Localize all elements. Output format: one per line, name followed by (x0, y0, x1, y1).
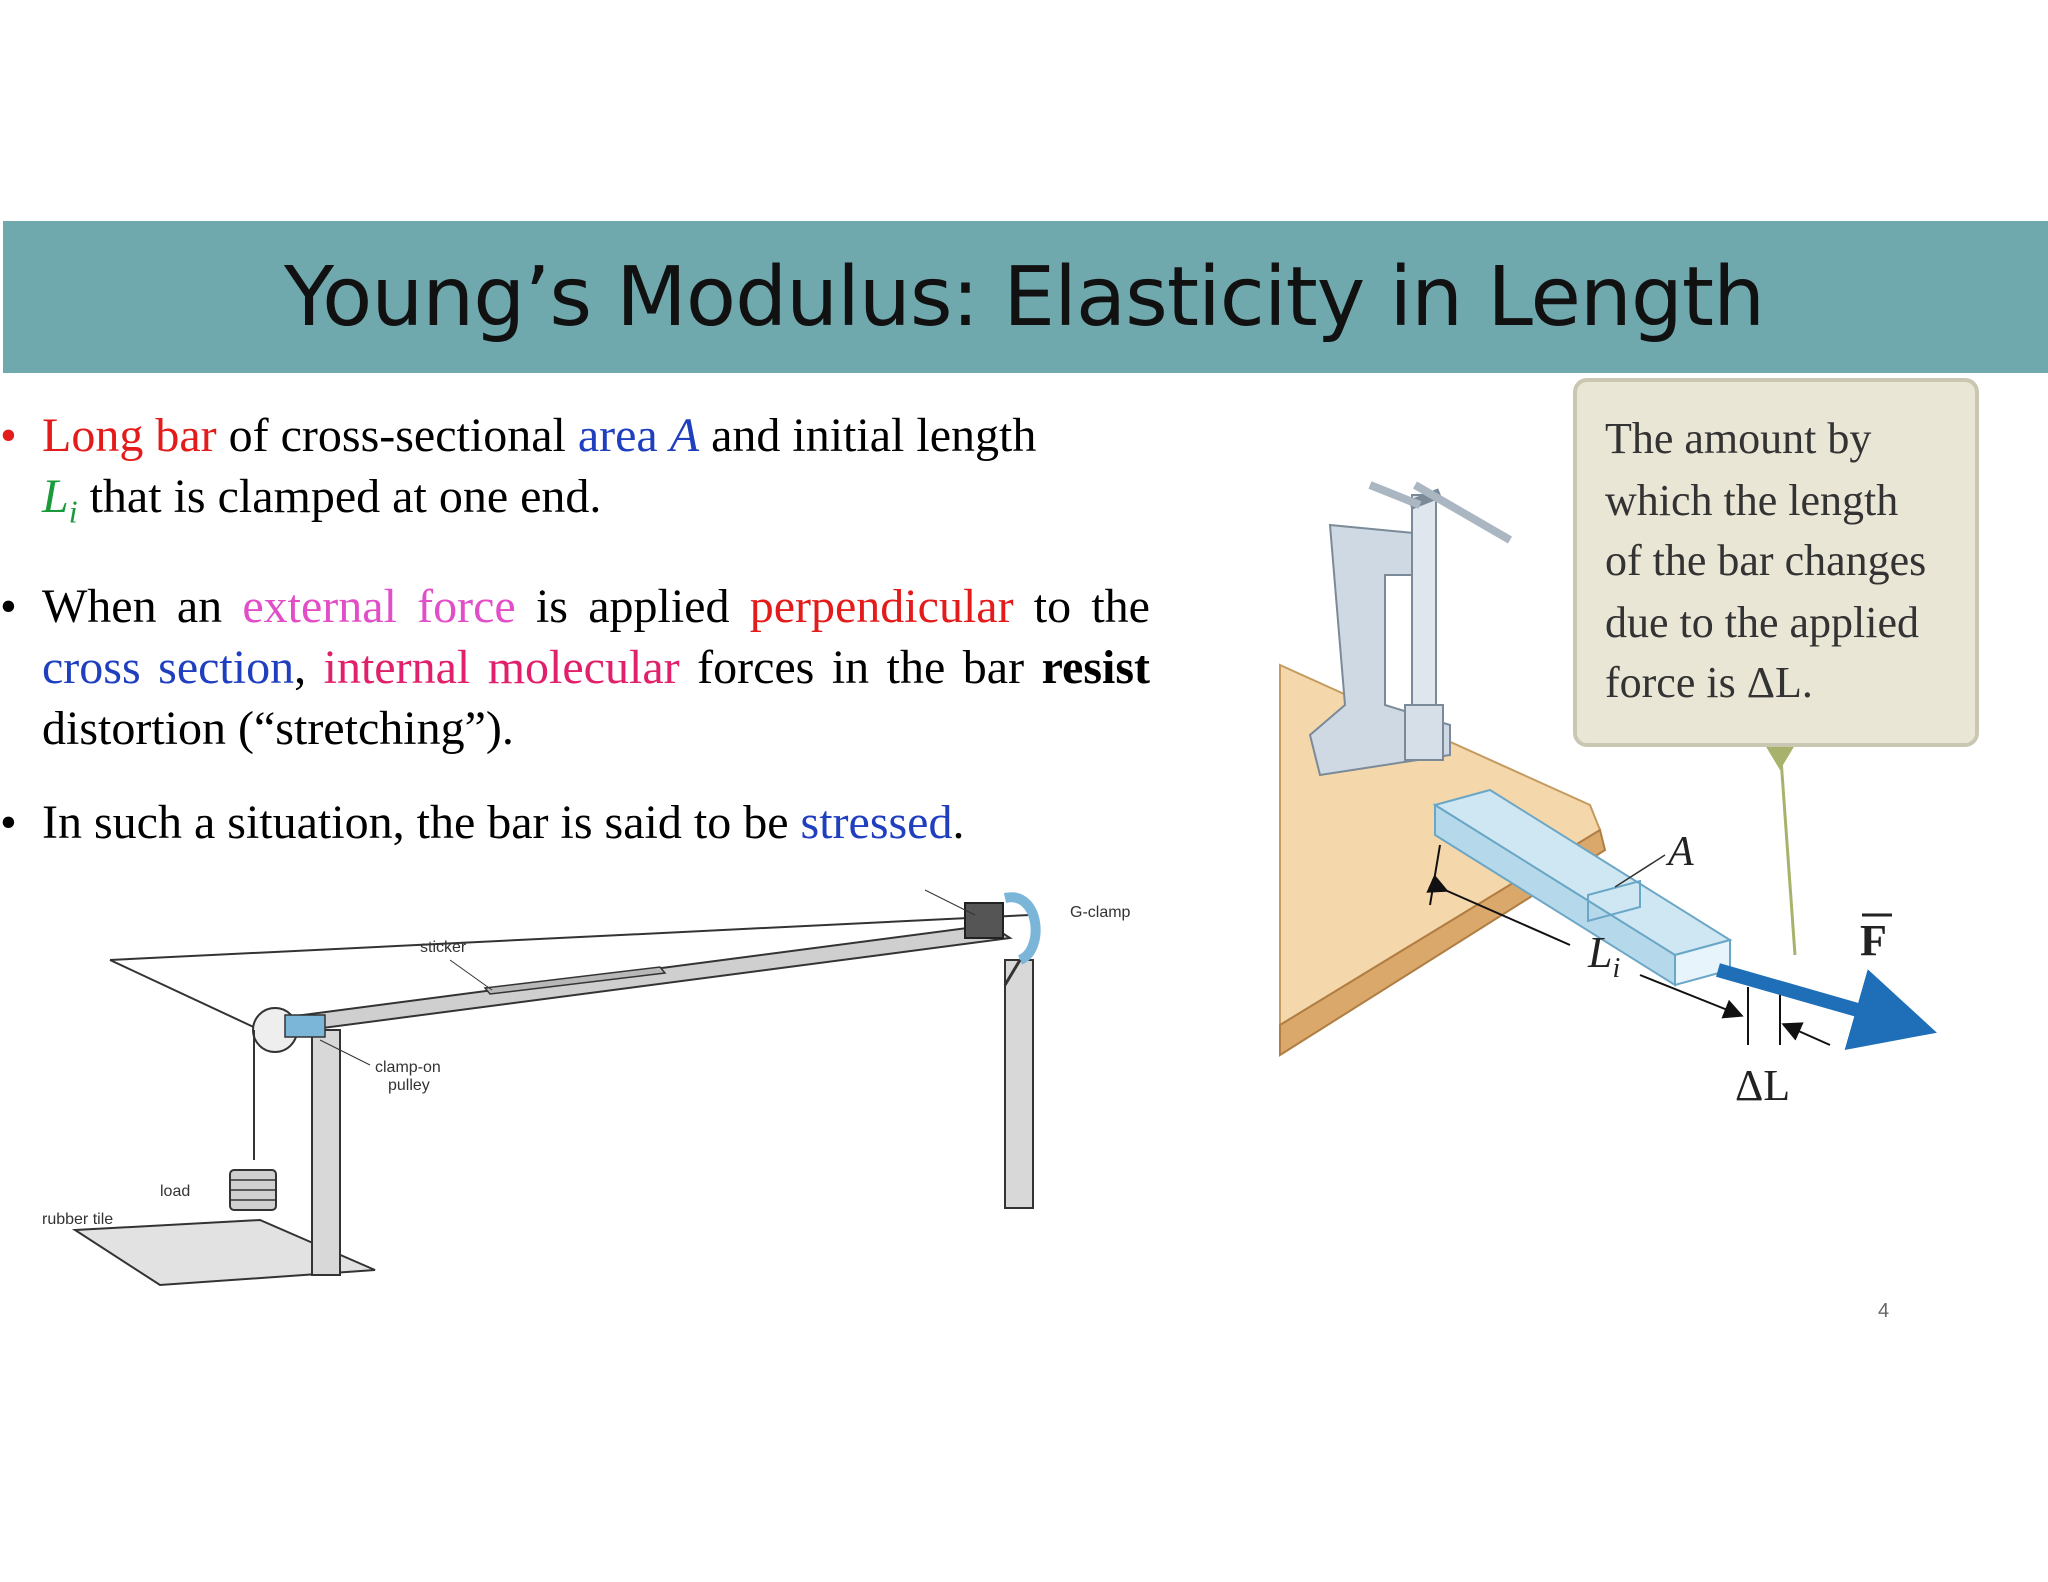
callout-box (1573, 378, 1979, 747)
text-span: is applied (515, 579, 750, 633)
pulley-leader (319, 1039, 371, 1066)
bullet-dot: • (0, 579, 17, 633)
cross-section-text: cross section (42, 640, 295, 694)
long-bar-text: Long bar (42, 409, 217, 462)
force-arrow (1716, 963, 1937, 1050)
bullet-1: • Long bar of cross-sectional area A and… (0, 405, 1150, 543)
symbol-i: i (68, 493, 78, 530)
stressed-text: stressed (800, 795, 953, 849)
wire (109, 914, 1031, 961)
text-span: and initial length (699, 409, 1037, 462)
page-number: 4 (1878, 1300, 1890, 1322)
label-Li: Li (1587, 928, 1620, 984)
slide-title: Young’s Modulus: Elasticity in Length (283, 249, 1765, 345)
bullet-dot: • (0, 795, 17, 849)
apparatus-figure: sticker G-clamp clamp-on pulley load rub… (42, 889, 1131, 1287)
text-span: forces in the bar (679, 640, 1042, 694)
callout-pointer (1778, 744, 1797, 956)
clamp-screw (1411, 494, 1437, 726)
text-span: of cross-sectional (216, 409, 578, 462)
symbol-L: L (42, 470, 69, 523)
text-span: . (952, 795, 965, 849)
text-span: , (294, 640, 324, 694)
bullet-dot: • (0, 409, 17, 462)
callout-text: The amount by which the length of the ba… (1605, 414, 1937, 707)
pulley-clamp (284, 1014, 326, 1038)
right-leg (1004, 959, 1034, 1209)
label-F: F (1860, 916, 1887, 965)
g-clamp-shape (1003, 892, 1041, 965)
left-leg (311, 1029, 341, 1276)
beam (278, 923, 1013, 1034)
bullet-2: • When an external force is applied perp… (0, 576, 1150, 759)
text-span: that is clamped at one end. (77, 470, 602, 523)
internal-molecular-text: internal molecular (323, 640, 680, 694)
label-A: A (1665, 829, 1694, 875)
perpendicular-text: perpendicular (749, 579, 1014, 633)
symbol-A: A (669, 409, 700, 462)
text-span: When an (42, 579, 243, 633)
gclamp-leader (924, 889, 976, 916)
area-text: area (577, 409, 658, 462)
sticker-leader (449, 959, 493, 991)
clamp-foot (1404, 704, 1444, 761)
text-span: to the (1013, 579, 1150, 633)
text-span: In such a situation, the bar is said to … (42, 795, 801, 849)
clamped-bar-figure: A Li ΔL F The amount by which the length… (1279, 378, 1979, 1110)
sticker-strip (483, 966, 667, 995)
title-band (3, 221, 2048, 373)
label-pulley: pulley (388, 1077, 430, 1094)
external-force-text: external force (242, 579, 516, 633)
label-clamp-on: clamp-on (375, 1059, 441, 1076)
label-load: load (160, 1183, 190, 1200)
label-sticker: sticker (420, 939, 467, 956)
cross-section-marker (1587, 879, 1641, 923)
wire-left (109, 959, 261, 1031)
bullet-list: • Long bar of cross-sectional area A and… (0, 405, 1150, 886)
label-g-clamp: G-clamp (1070, 904, 1131, 921)
label-delta-L: ΔL (1735, 1061, 1790, 1110)
resist-text: resist (1041, 640, 1151, 694)
label-rubber-tile: rubber tile (42, 1211, 113, 1228)
rubber-tile-shape (71, 1218, 376, 1287)
text-span: distortion (“stretching”). (42, 701, 514, 755)
clamp-block (964, 902, 1004, 939)
bullet-3: • In such a situation, the bar is said t… (0, 792, 1150, 853)
